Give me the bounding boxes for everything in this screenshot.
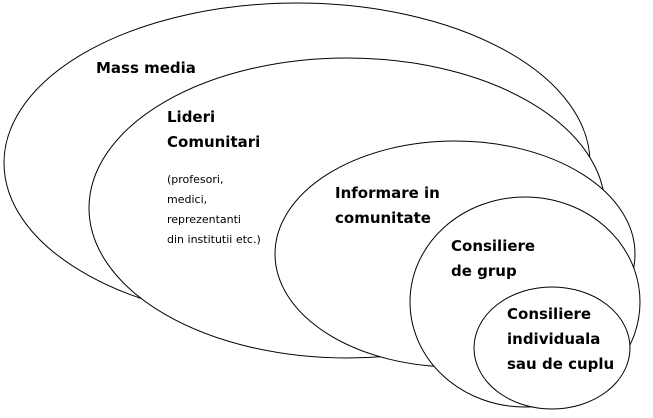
label-lideri-comunitari-line-1: Lideri	[167, 108, 216, 126]
label-mass-media: Mass media	[96, 56, 196, 81]
label-mass-media-line-1: Mass media	[96, 59, 196, 77]
label-consiliere-grup-line-1: Consiliere	[451, 237, 536, 255]
ellipse-consiliere-individuala	[473, 286, 631, 410]
note-lideri-comunitari-line-1: (profesori,	[167, 173, 224, 186]
label-lideri-comunitari: Lideri Comunitari	[167, 105, 260, 155]
note-lideri-comunitari-line-2: medici,	[167, 193, 208, 206]
label-consiliere-individuala: Consiliere individuala sau de cuplu	[507, 302, 614, 377]
note-lideri-comunitari-line-3: reprezentanti	[167, 213, 241, 226]
note-lideri-comunitari-line-4: din institutii etc.)	[167, 233, 261, 246]
label-informare-line-2: comunitate	[335, 209, 431, 227]
label-consiliere-individuala-line-3: sau de cuplu	[507, 355, 615, 373]
label-informare-in-comunitate: Informare in comunitate	[335, 181, 440, 231]
label-consiliere-de-grup: Consiliere de grup	[451, 234, 535, 284]
note-lideri-comunitari: (profesori, medici, reprezentanti din in…	[167, 170, 261, 250]
label-consiliere-grup-line-2: de grup	[451, 262, 517, 280]
label-lideri-comunitari-line-2: Comunitari	[167, 133, 261, 151]
label-consiliere-individuala-line-2: individuala	[507, 330, 601, 348]
label-informare-line-1: Informare in	[335, 184, 440, 202]
label-consiliere-individuala-line-1: Consiliere	[507, 305, 592, 323]
